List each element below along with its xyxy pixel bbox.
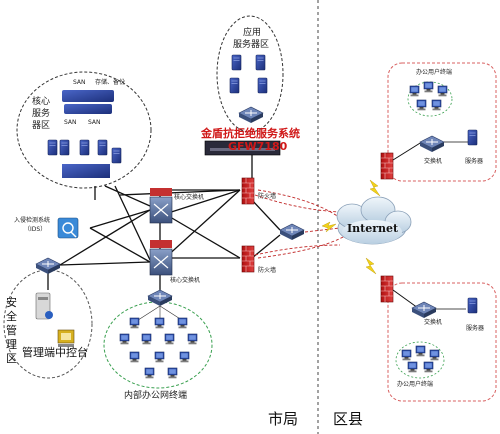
svg-text:安: 安 [6, 295, 17, 309]
county-bottom-switch-icon [411, 301, 437, 319]
city-label: 市局 [268, 410, 298, 428]
appliance-panel [210, 148, 275, 151]
management-console-pc [57, 329, 75, 347]
svg-text:心: 心 [41, 96, 50, 107]
management-server [35, 292, 53, 320]
core-switch-bottom [149, 240, 173, 276]
county-bottom-firewall-icon [380, 275, 394, 303]
office-terminals [119, 317, 198, 379]
ids-device [57, 217, 79, 239]
county-top-terminals-label: 办公用户终端 [416, 68, 452, 76]
ids-label-1: 入侵检测系统 [14, 216, 50, 224]
county-top-server-icon [467, 129, 478, 146]
core-links [47, 150, 281, 292]
ids-label-2: （IDS） [24, 226, 46, 233]
app-server-zone-outline [216, 15, 284, 133]
san-top-label: SAN [73, 79, 86, 86]
county-bottom-terminals [401, 345, 440, 373]
office-network-zone-outline [103, 301, 213, 389]
app-servers [229, 54, 268, 94]
edge-switch-icon [279, 223, 305, 241]
county-top-zone-outline [387, 62, 497, 182]
firewall-bottom-icon [241, 245, 255, 273]
county-bottom-terminal-cluster [395, 341, 445, 379]
app-zone-label-2: 服务器区 [233, 38, 269, 50]
office-network-label: 内部办公网终端 [124, 389, 187, 401]
core-switch-bottom-label: 核心交换机 [170, 276, 200, 284]
internet-cloud [336, 196, 412, 245]
core-zone-label: 核 心 服 务 器 区 [32, 95, 50, 131]
svg-text:务: 务 [41, 107, 50, 119]
county-top-switch-icon [419, 135, 445, 153]
firewall-top-label: 防火墙 [258, 192, 276, 200]
county-top-switch-label: 交换机 [424, 157, 442, 165]
core-server-zone-outline [16, 71, 152, 189]
firewall-bottom-label: 防火墙 [258, 266, 276, 274]
county-top-terminals [409, 81, 448, 111]
svg-text:区: 区 [6, 352, 17, 365]
county-top-server-label: 服务器 [465, 157, 483, 165]
svg-text:全: 全 [6, 309, 17, 323]
internet-label: Internet [347, 222, 399, 235]
product-name: 金盾抗拒绝服务系统 [200, 126, 300, 140]
svg-text:服: 服 [32, 108, 41, 119]
core-switch-top-label: 核心交换机 [174, 193, 204, 201]
app-zone-label-1: 应用 [243, 26, 261, 38]
management-platform-label: 管理端中控台 [22, 345, 88, 359]
county-label: 区县 [333, 410, 363, 428]
internet-links [254, 189, 346, 259]
lightning-icons [321, 179, 381, 275]
security-zone-switch-icon [35, 257, 61, 275]
county-top-terminal-cluster [407, 81, 453, 117]
san-mid-label: SAN [64, 119, 77, 126]
san-mid-label-2: SAN [88, 119, 101, 126]
storage-note: 存储、备份 [95, 78, 125, 86]
office-switch-icon [147, 289, 173, 307]
svg-text:器: 器 [32, 120, 41, 131]
county-bottom-zone-outline [387, 282, 497, 402]
firewall-top-icon [241, 177, 255, 205]
svg-text:管: 管 [6, 323, 17, 337]
county-top-uplink [392, 139, 426, 161]
svg-text:理: 理 [6, 338, 17, 351]
county-bottom-switch-label: 交换机 [424, 318, 442, 326]
county-bottom-server-icon [467, 297, 478, 314]
svg-text:区: 区 [41, 120, 50, 131]
security-zone-label: 安 全 管 理 区 [6, 295, 17, 365]
svg-text:核: 核 [32, 95, 41, 107]
product-model: GFW7180 [228, 140, 288, 153]
county-top-firewall-icon [380, 152, 394, 180]
county-bottom-terminals-label: 办公用户终端 [397, 380, 433, 388]
app-zone-switch-icon [238, 106, 264, 124]
county-bottom-server-label: 服务器 [466, 324, 484, 332]
county-bottom-uplink [392, 289, 419, 309]
core-servers: SAN SAN [47, 90, 122, 178]
core-switch-top [149, 188, 173, 224]
